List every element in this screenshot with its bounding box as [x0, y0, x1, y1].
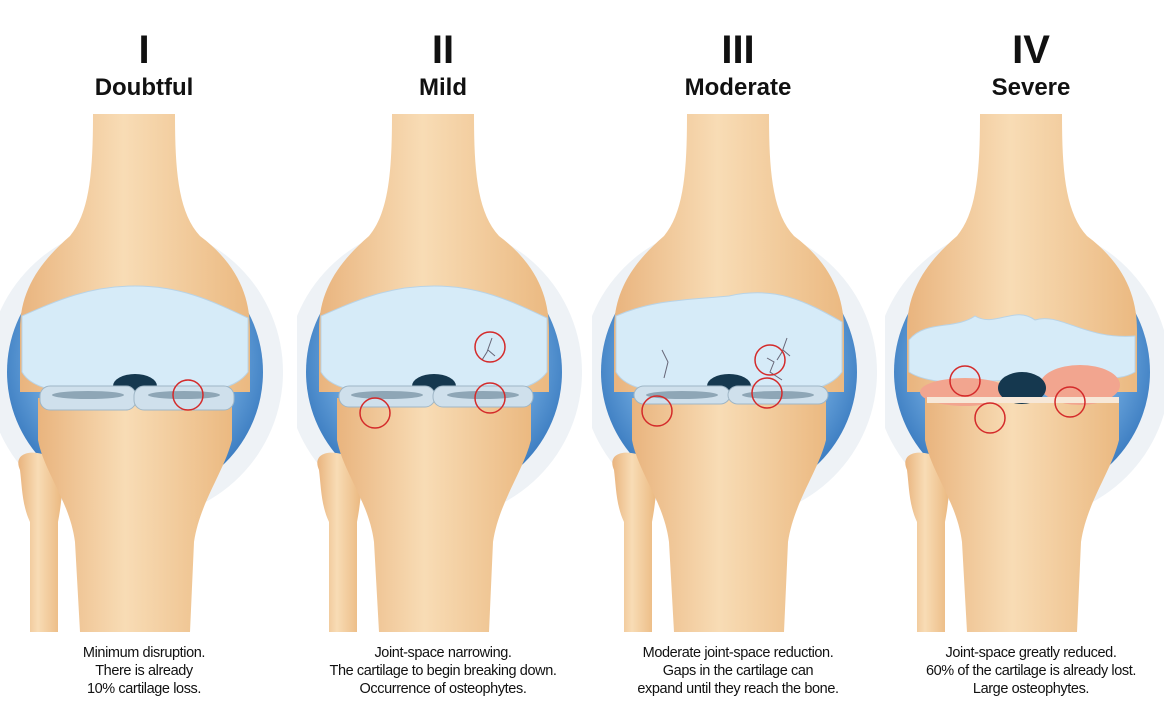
knee-illustration [592, 114, 877, 632]
stage-panel-3: III Moderate Moderate joint-space reduct… [592, 0, 884, 720]
damage-marker [474, 382, 506, 414]
meniscus [633, 385, 829, 405]
stage-panel-2: II Mild Joint-space narrowing. The carti… [297, 0, 589, 720]
stage-numeral: II [431, 28, 455, 72]
tibia [925, 398, 1119, 632]
stage-caption: Joint-space narrowing. The cartilage to … [277, 644, 609, 698]
tibia [38, 398, 232, 632]
fibula [905, 452, 949, 632]
damage-marker [974, 402, 1006, 434]
knee-illustration [0, 114, 283, 632]
damage-marker [949, 365, 981, 397]
stage-label: Doubtful [94, 74, 194, 101]
caption-line: Gaps in the cartilage can [662, 663, 814, 679]
stage-numeral: III [721, 28, 755, 72]
damage-marker [641, 395, 673, 427]
cartilage-crack [481, 337, 496, 361]
caption-line: Large osteophytes. [972, 681, 1090, 697]
exposed-bone-right [1040, 365, 1120, 405]
stage-panel-4: IV Severe Joint-space greatly reduced. 6… [885, 0, 1164, 720]
stage-label: Moderate [684, 74, 792, 101]
caption-line: 60% of the cartilage is already lost. [925, 663, 1137, 679]
stage-numeral: IV [1012, 28, 1050, 72]
damage-marker [751, 377, 783, 409]
damage-marker [359, 397, 391, 429]
cartilage-crack [661, 349, 783, 381]
meniscus [39, 385, 235, 411]
caption-line: Joint-space narrowing. [374, 645, 512, 661]
caption-line: There is already [95, 663, 193, 679]
caption-line: Joint-space greatly reduced. [945, 645, 1117, 661]
damage-marker [474, 331, 506, 363]
fibula [317, 452, 361, 632]
stage-panel-1: I Doubtful Minimum disruption. There is … [0, 0, 290, 720]
stage-caption: Moderate joint-space reduction. Gaps in … [572, 644, 904, 698]
stage-caption: Minimum disruption. There is already 10%… [0, 644, 310, 698]
caption-line: Moderate joint-space reduction. [642, 645, 834, 661]
fibula [18, 452, 62, 632]
damage-marker [172, 379, 204, 411]
stage-label: Mild [419, 74, 467, 101]
stage-label: Severe [991, 74, 1071, 101]
caption-line: expand until they reach the bone. [637, 681, 839, 697]
caption-line: Occurrence of osteophytes. [359, 681, 527, 697]
caption-line: The cartilage to begin breaking down. [329, 663, 557, 679]
damage-marker [754, 344, 786, 376]
tibia [337, 398, 531, 632]
caption-line: Minimum disruption. [82, 645, 206, 661]
knee-illustration [297, 114, 582, 632]
stage-caption: Joint-space greatly reduced. 60% of the … [865, 644, 1164, 698]
tibia [632, 398, 826, 632]
knee-illustration [885, 114, 1164, 632]
fibula [612, 452, 656, 632]
caption-line: 10% cartilage loss. [86, 681, 202, 697]
meniscus [338, 385, 534, 408]
damage-marker [1054, 386, 1086, 418]
stage-numeral: I [138, 28, 150, 72]
intercondylar-notch [998, 372, 1046, 404]
